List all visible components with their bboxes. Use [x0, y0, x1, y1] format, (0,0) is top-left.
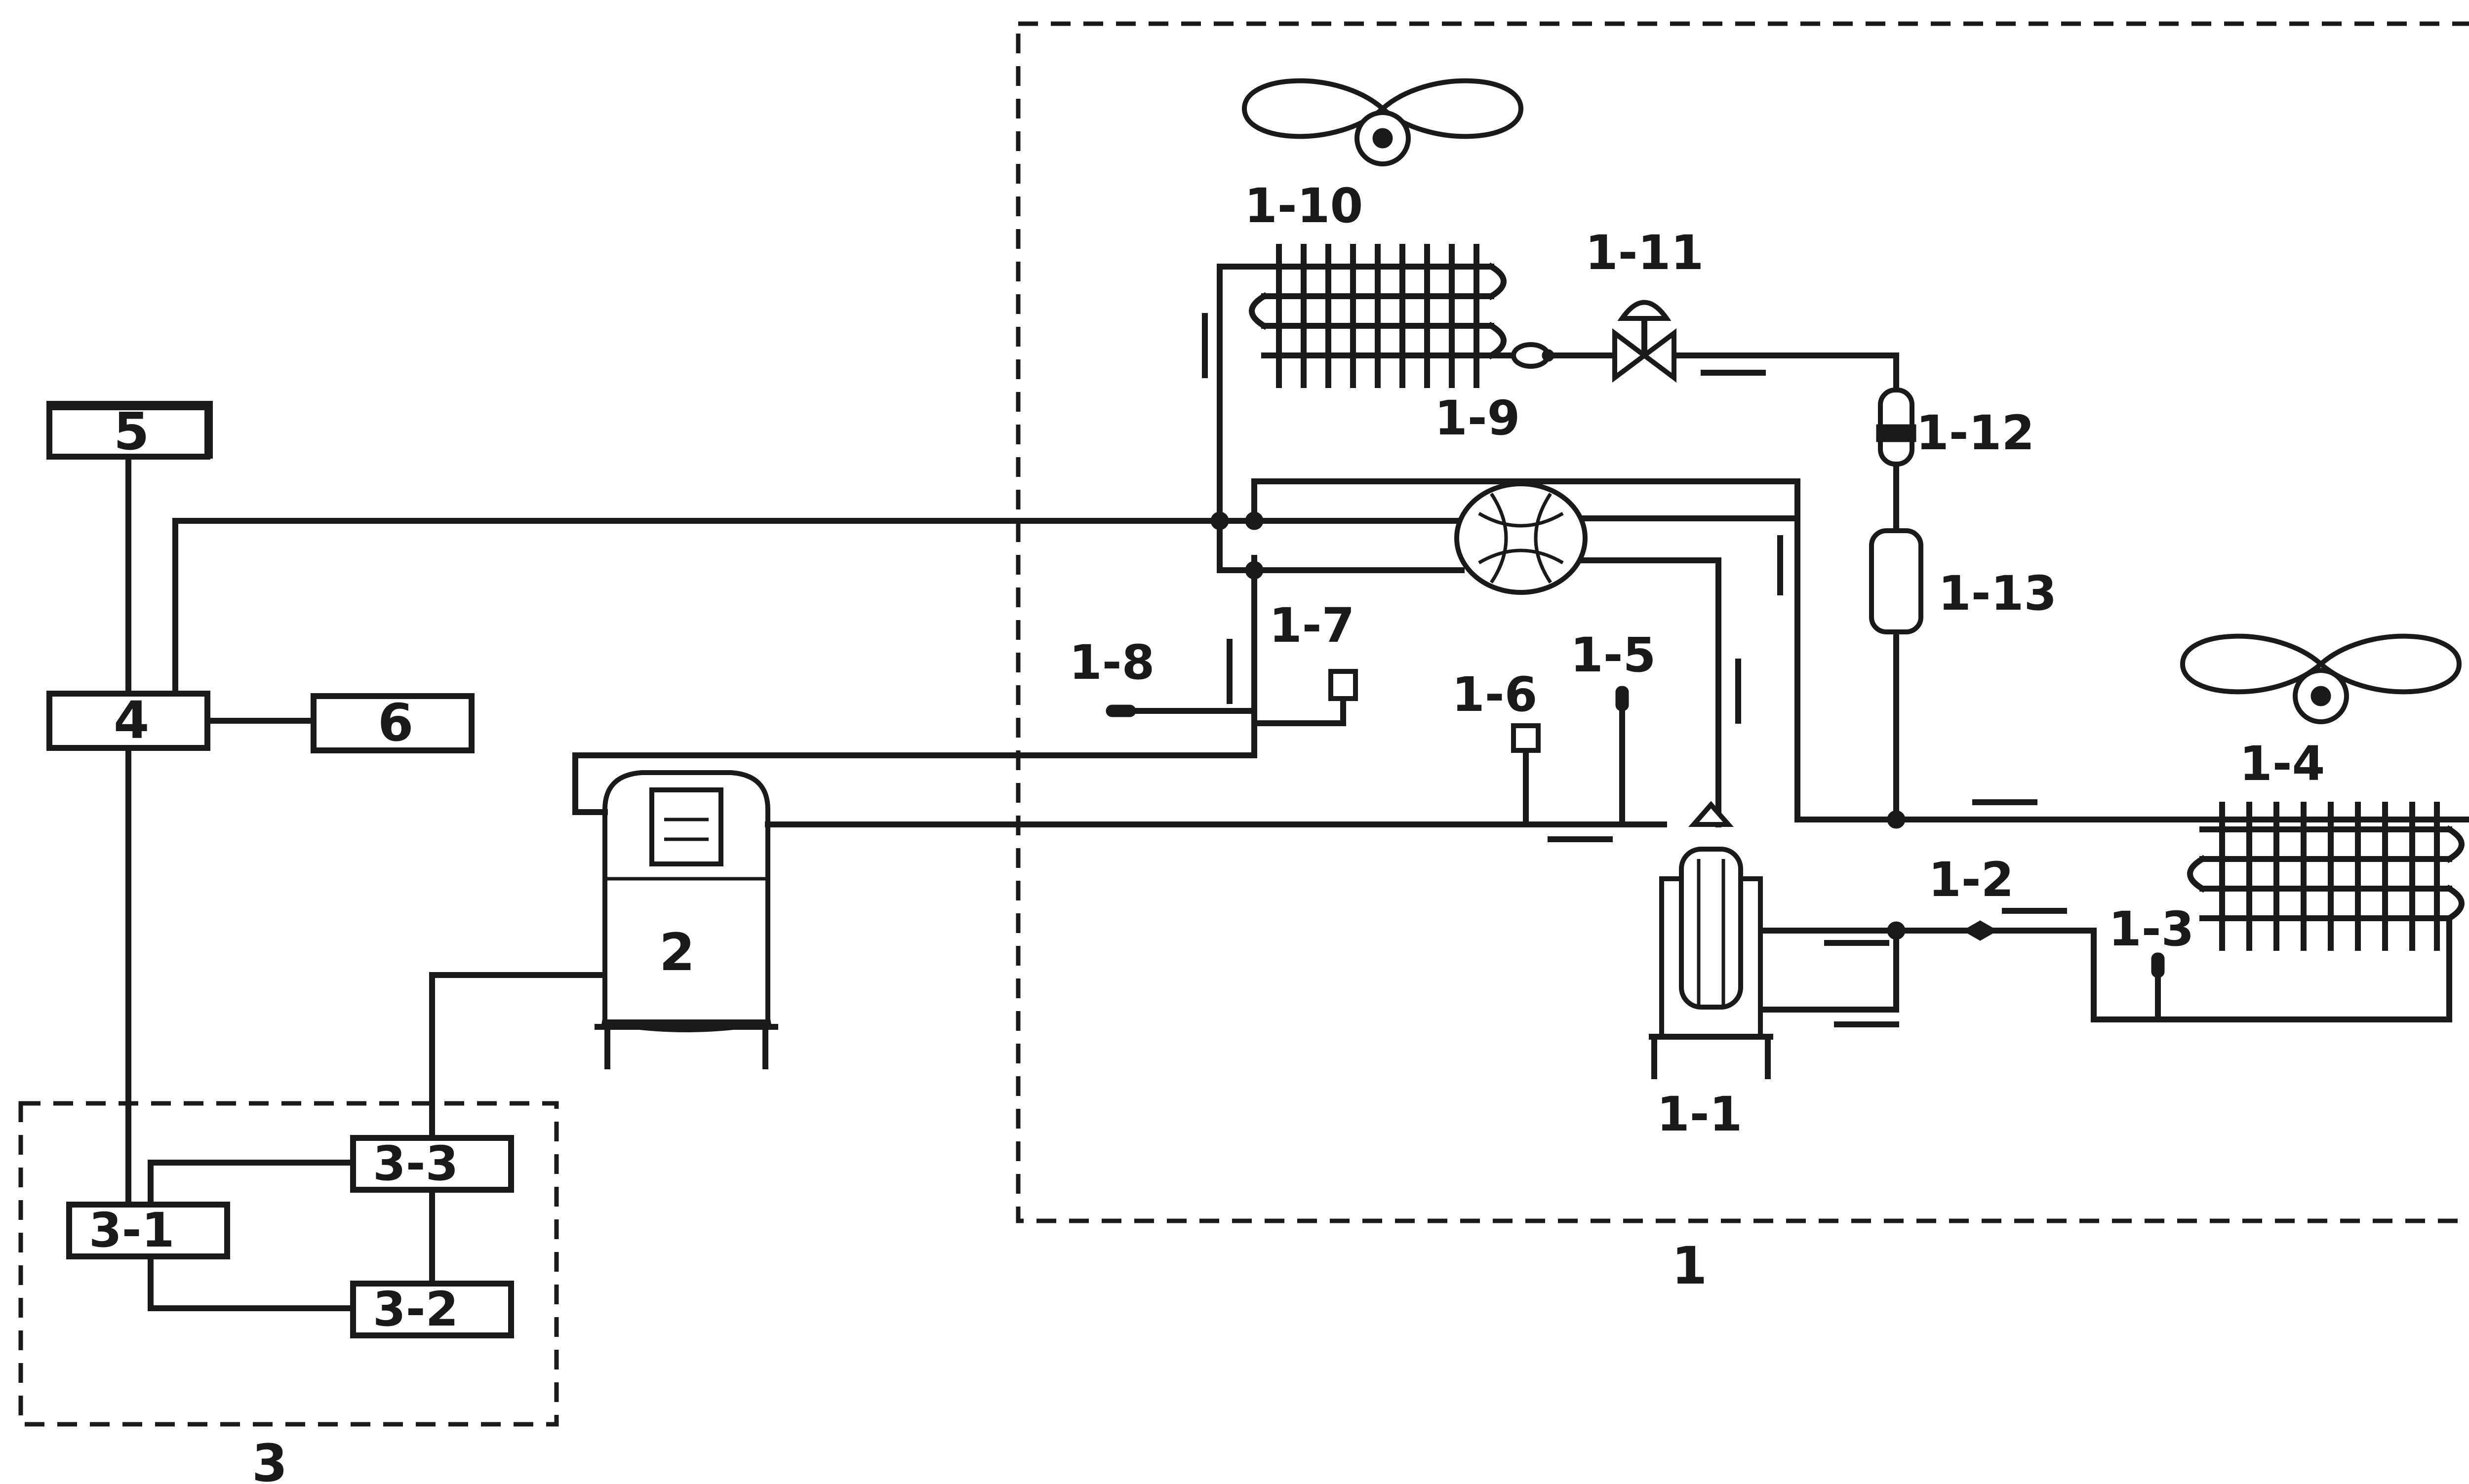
fan-icon	[2180, 633, 2462, 724]
enclosure-3	[18, 1101, 559, 1427]
accumulator-icon	[1649, 801, 1773, 1079]
compressor-2	[595, 770, 778, 1069]
four-way-valve-icon	[1454, 481, 1588, 595]
label-1-11: 1-11	[1585, 225, 1704, 280]
upper-circuit	[1202, 264, 2469, 940]
coil-icon	[2187, 802, 2465, 951]
label-1-7: 1-7	[1269, 598, 1354, 653]
label-1-8: 1-8	[1069, 635, 1155, 690]
label-1-4: 1-4	[2239, 736, 2325, 791]
label-1-6: 1-6	[1452, 667, 1537, 722]
label-1-9: 1-9	[1434, 391, 1520, 446]
check-valve-icon	[1511, 342, 1554, 369]
receiver-icon	[1869, 528, 1923, 634]
filter-icon	[1876, 388, 1916, 467]
label-1-13: 1-13	[1938, 566, 2057, 621]
label-5: 5	[114, 401, 149, 462]
control-wiring	[125, 454, 1208, 1311]
lower-piping	[1755, 915, 2452, 1022]
block-5	[46, 404, 210, 460]
label-3-3: 3-3	[373, 1136, 458, 1191]
label-1-10: 1-10	[1244, 178, 1363, 234]
flow-marks	[1202, 313, 2067, 1027]
label-6: 6	[378, 693, 413, 753]
label-3-1: 3-1	[89, 1203, 174, 1258]
labels: 5 4 6 2 3-1 3-2 3-3 3 1 1-1 1-2 1-3 1-4 …	[89, 178, 2325, 1484]
control-blocks	[46, 401, 514, 1338]
label-1-3: 1-3	[2109, 901, 2194, 957]
label-3-2: 3-2	[373, 1282, 458, 1337]
enclosure-1	[1016, 21, 2469, 1223]
block-3-1	[66, 1202, 230, 1259]
label-group-3: 3	[252, 1433, 287, 1484]
suction-line	[572, 555, 1257, 815]
label-group-1: 1	[1672, 1236, 1707, 1296]
label-1-12: 1-12	[1916, 405, 2034, 461]
label-1-5: 1-5	[1570, 627, 1656, 683]
label-2: 2	[659, 922, 695, 982]
fan-icon	[1241, 78, 1524, 166]
sensor-icon	[1106, 669, 2165, 978]
valve-icon	[1612, 300, 1676, 383]
label-1-1: 1-1	[1657, 1087, 1742, 1142]
coil-icon	[1217, 244, 1507, 388]
label-4: 4	[114, 690, 149, 750]
label-1-2: 1-2	[1928, 852, 2014, 907]
